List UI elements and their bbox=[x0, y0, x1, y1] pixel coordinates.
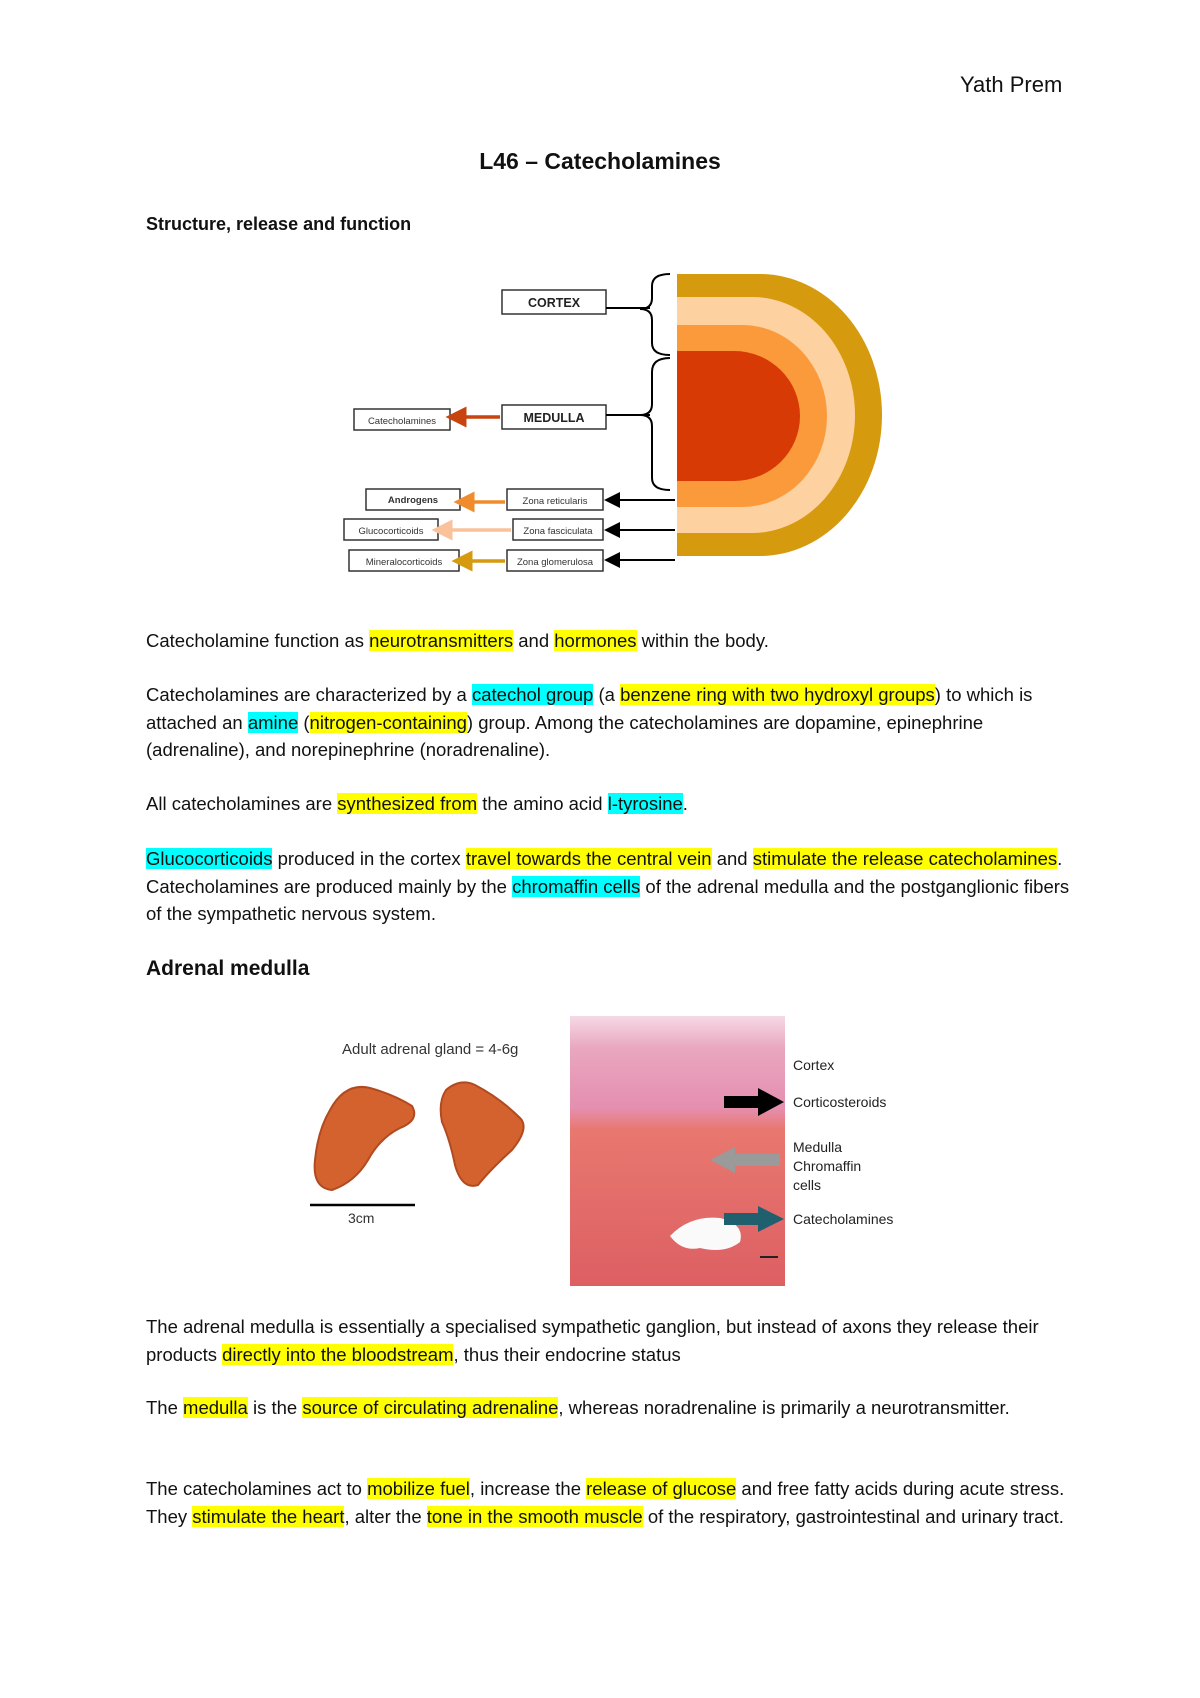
zona-reticularis-label: Zona reticularis bbox=[523, 496, 588, 507]
paragraph-ganglion: The adrenal medulla is essentially a spe… bbox=[146, 1316, 1039, 1365]
paragraph-release: Glucocorticoids produced in the cortex t… bbox=[146, 848, 1070, 924]
mineralocorticoids-label: Mineralocorticoids bbox=[366, 557, 443, 568]
medulla-box bbox=[501, 404, 607, 430]
paragraph-synthesis: All catecholamines are synthesized from … bbox=[146, 793, 688, 814]
catecholamines-label: Catecholamines bbox=[368, 416, 436, 427]
central-vein bbox=[670, 1217, 741, 1250]
glucocorticoids-label: Glucocorticoids bbox=[359, 526, 424, 537]
corticosteroids-caption: Corticosteroids bbox=[793, 1094, 886, 1110]
adrenal-layers-diagram: CORTEX MEDULLA Catecholamines Zona retic… bbox=[343, 273, 882, 572]
zona-glomerulosa-label: Zona glomerulosa bbox=[517, 557, 594, 568]
gland-photo-right bbox=[439, 1081, 525, 1187]
teal-arrow bbox=[724, 1206, 784, 1232]
zona-reticularis-box bbox=[506, 488, 604, 511]
zona-fasciculata-box bbox=[512, 518, 604, 541]
paragraph-adrenaline-source: The medulla is the source of circulating… bbox=[146, 1397, 1010, 1418]
histology-image bbox=[570, 1016, 785, 1286]
cortex-caption: Cortex bbox=[793, 1057, 834, 1073]
cortex-box bbox=[501, 289, 607, 315]
androgens-label: Androgens bbox=[388, 495, 438, 506]
histology-scale bbox=[760, 1256, 778, 1258]
page-title: L46 – Catecholamines bbox=[479, 148, 721, 174]
section-heading-adrenal-medulla: Adrenal medulla bbox=[146, 957, 310, 980]
cortex-label: CORTEX bbox=[528, 296, 581, 310]
medulla-core-shape bbox=[677, 351, 800, 481]
author-name: Yath Prem bbox=[960, 72, 1063, 97]
section-heading-structure: Structure, release and function bbox=[146, 214, 412, 234]
cortex-brace bbox=[639, 273, 671, 356]
adrenal-medulla-figure: Adult adrenal gland = 4-6g 3cm Cortex Co… bbox=[310, 1016, 893, 1286]
medulla-caption-1: Medulla bbox=[793, 1139, 842, 1155]
grey-arrow bbox=[710, 1147, 780, 1173]
zona-glomerulosa-box bbox=[506, 549, 604, 572]
scale-label: 3cm bbox=[348, 1210, 374, 1226]
gland-caption: Adult adrenal gland = 4-6g bbox=[342, 1041, 518, 1058]
gland-photo-left bbox=[313, 1086, 416, 1192]
paragraph-structure: Catecholamines are characterized by a ca… bbox=[146, 684, 1033, 760]
medulla-caption-2: Chromaffin bbox=[793, 1158, 861, 1174]
medulla-brace bbox=[639, 357, 671, 491]
medulla-label: MEDULLA bbox=[523, 411, 584, 425]
zona-fasciculata-label: Zona fasciculata bbox=[523, 526, 593, 537]
catecholamines-caption: Catecholamines bbox=[793, 1211, 893, 1227]
paragraph-actions: The catecholamines act to mobilize fuel,… bbox=[146, 1478, 1065, 1527]
paragraph-function: Catecholamine function as neurotransmitt… bbox=[146, 630, 769, 651]
black-arrow bbox=[724, 1088, 784, 1116]
medulla-caption-3: cells bbox=[793, 1177, 821, 1193]
